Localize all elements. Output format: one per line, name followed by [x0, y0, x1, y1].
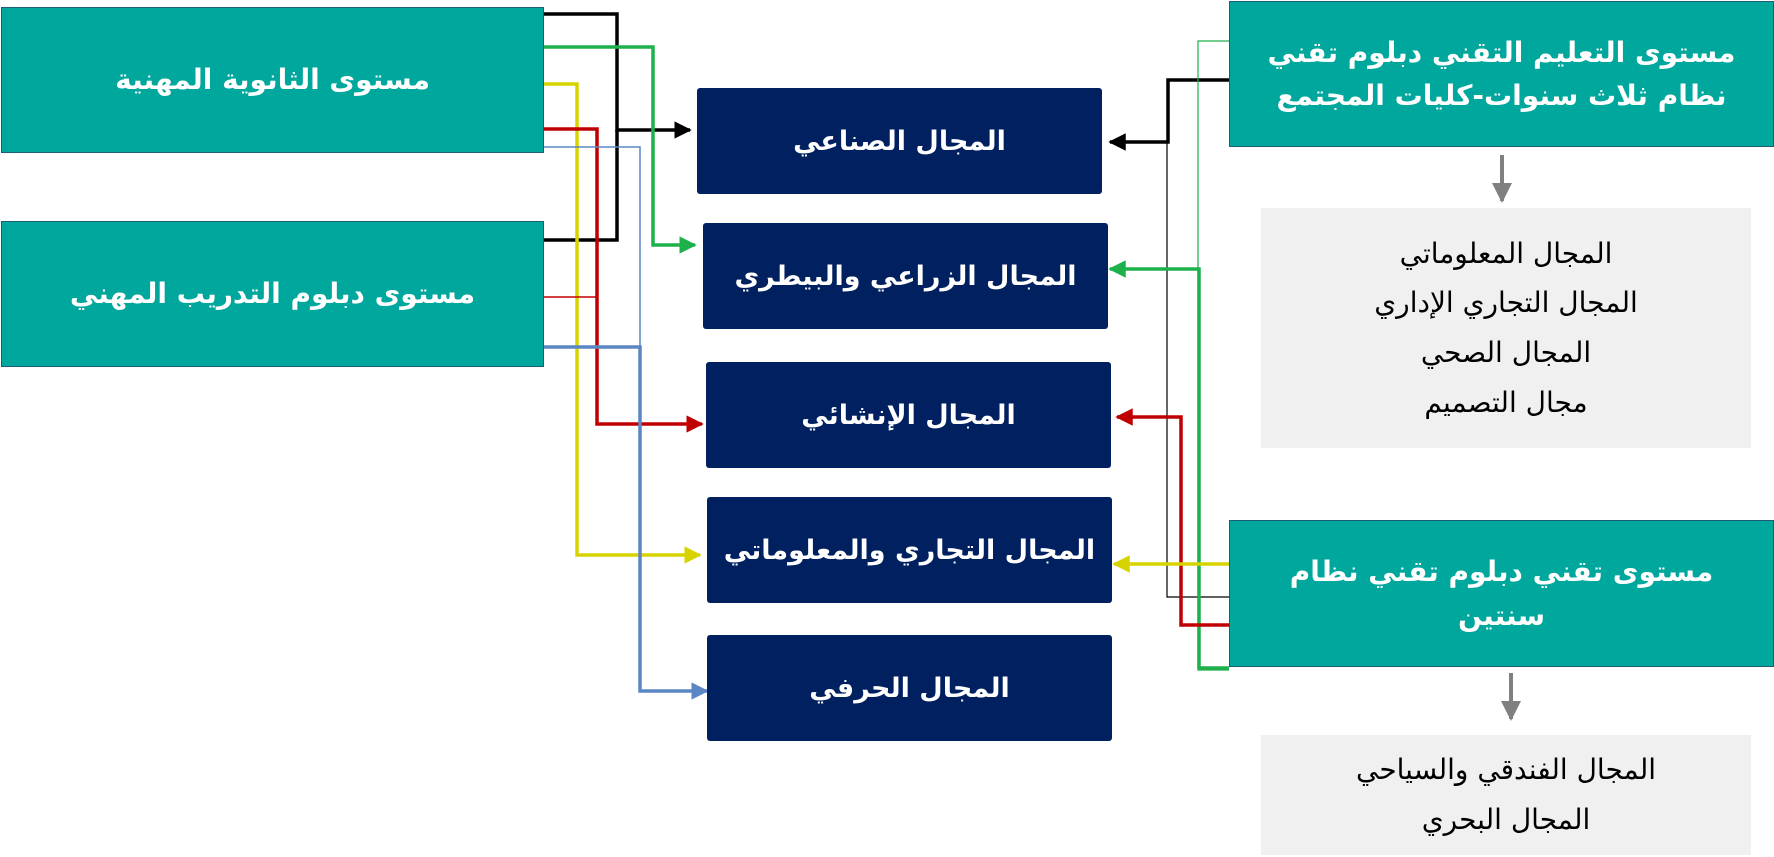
connector-secondary-commercial [543, 82, 702, 564]
field-commercial-label: المجال التجاري والمعلوماتي [723, 534, 1096, 566]
connector-vocational-industrial [543, 130, 619, 242]
level-secondary-label: مستوى الثانوية المهنية [115, 63, 430, 97]
connector-secondary-construction [543, 127, 704, 433]
field-construction-label: المجال الإنشائي [801, 399, 1016, 431]
technical3-extra-fields: المجال المعلوماتي المجال التجاري الإداري… [1261, 208, 1751, 448]
level-vocational: مستوى دبلوم التدريب المهني [1, 221, 544, 367]
field-agricultural-label: المجال الزراعي والبيطري [734, 260, 1077, 292]
technical2-extra-field: المجال الفندقي والسياحي [1355, 753, 1657, 787]
level-technical2-label: مستوى تقني دبلوم تقني نظام سنتين [1289, 555, 1714, 632]
level-secondary: مستوى الثانوية المهنية [1, 7, 544, 153]
level-technical3: مستوى التعليم التقني دبلوم تقني نظام ثلا… [1229, 1, 1774, 147]
connector-technical3-thin-green [1197, 40, 1229, 671]
technical3-extra-field: المجال المعلوماتي [1399, 236, 1613, 270]
technical2-extra-field: المجال البحري [1421, 803, 1591, 836]
level-technical3-line2: نظام ثلاث سنوات-كليات المجتمع [1276, 79, 1727, 112]
field-commercial: المجال التجاري والمعلوماتي [707, 497, 1112, 603]
field-agricultural: المجال الزراعي والبيطري [703, 223, 1108, 329]
field-industrial: المجال الصناعي [697, 88, 1102, 194]
field-industrial-label: المجال الصناعي [793, 125, 1006, 157]
connector-secondary-industrial [543, 12, 692, 139]
technical3-extra-field: مجال التصميم [1424, 385, 1588, 419]
connector-vocational-crafts [543, 345, 709, 700]
field-crafts-label: المجال الحرفي [809, 672, 1010, 704]
connector-technical3-industrial [1108, 78, 1229, 151]
field-construction: المجال الإنشائي [706, 362, 1111, 468]
technical3-extra-field: المجال الصحي [1420, 336, 1592, 369]
connector-technical2-agricultural [1108, 260, 1229, 670]
connector-secondary-agricultural [543, 45, 697, 254]
technical2-extra-fields: المجال الفندقي والسياحي المجال البحري [1261, 735, 1751, 855]
level-technical2: مستوى تقني دبلوم تقني نظام سنتين [1229, 520, 1774, 667]
field-crafts: المجال الحرفي [707, 635, 1112, 741]
level-technical3-line1: مستوى التعليم التقني دبلوم تقني [1267, 35, 1736, 69]
level-vocational-label: مستوى دبلوم التدريب المهني [69, 277, 476, 311]
connector-secondary-crafts [543, 146, 641, 690]
technical3-extra-field: المجال التجاري الإداري [1374, 286, 1638, 320]
connector-technical2-thin-black [1166, 142, 1229, 598]
connector-technical2-construction [1115, 408, 1229, 627]
